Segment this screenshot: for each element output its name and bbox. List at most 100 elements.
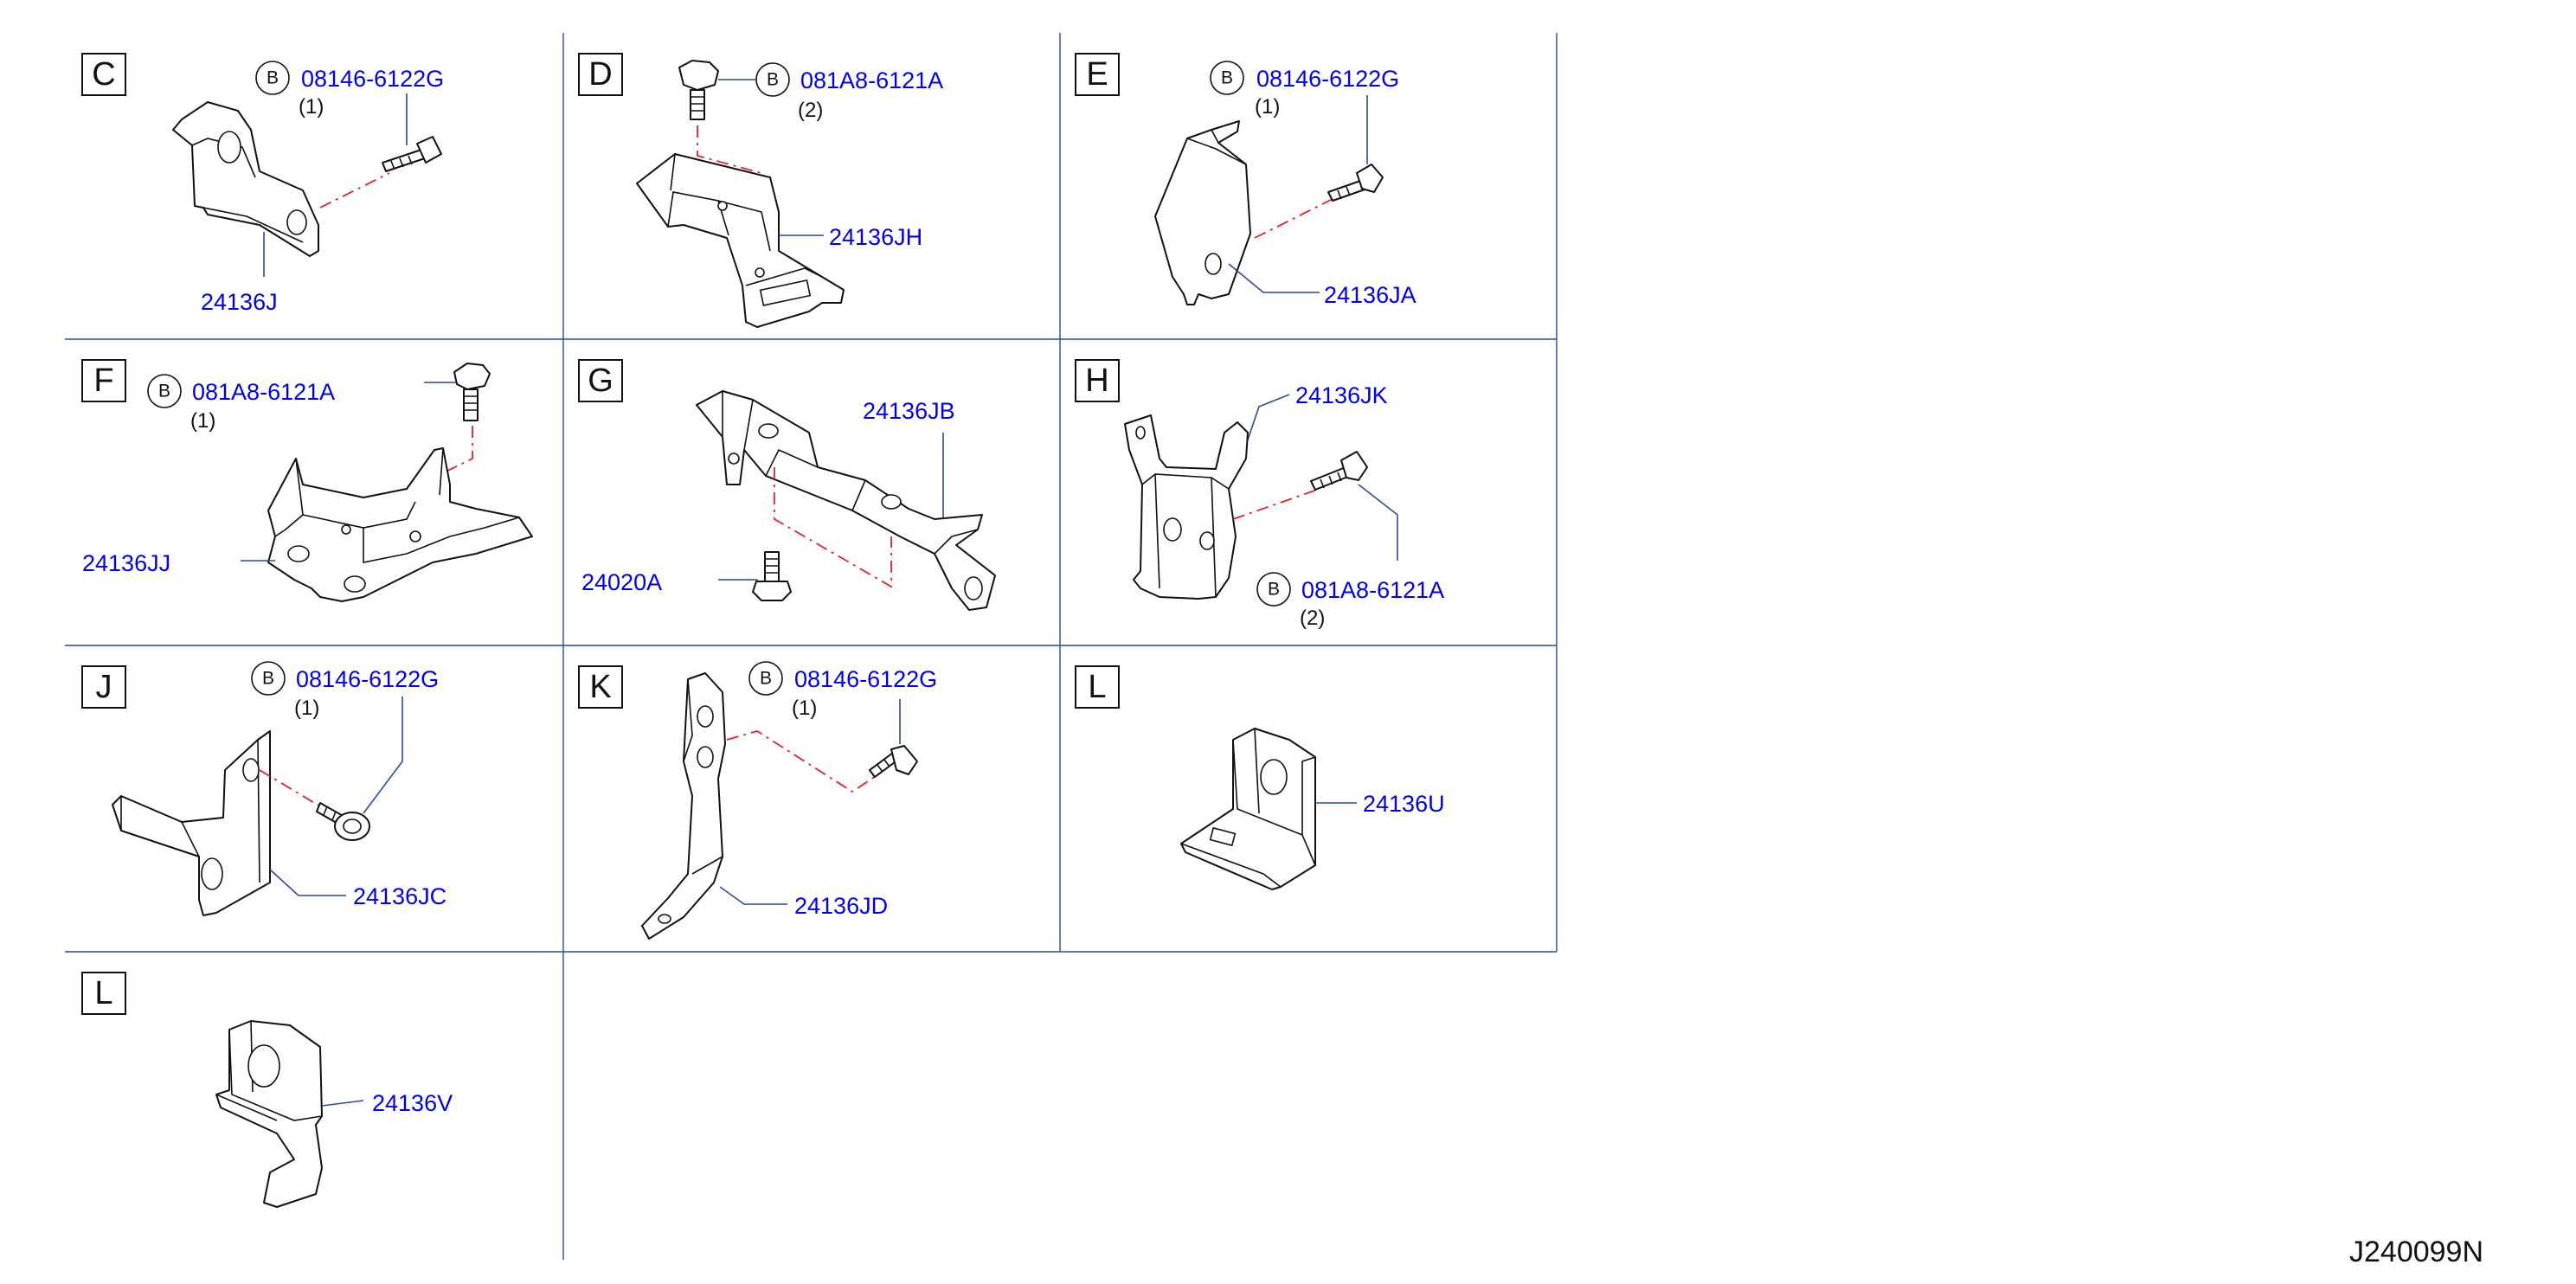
bolt-part-number[interactable]: 081A8-6121A xyxy=(800,67,943,93)
bolt-part-number[interactable]: 08146-6122G xyxy=(794,666,937,692)
panel-grid xyxy=(65,33,1558,1260)
bolt-marker-letter: B xyxy=(760,669,772,689)
fastening-path xyxy=(774,467,892,588)
bolt-part-number[interactable]: 08146-6122G xyxy=(296,666,439,692)
leader-line xyxy=(321,1100,364,1107)
bolt-icon xyxy=(1327,164,1384,202)
bolt-marker: B xyxy=(748,661,783,696)
panel-letter-box: F xyxy=(81,359,126,402)
bracket-24136ja xyxy=(1154,120,1251,305)
bolt-marker: B xyxy=(1210,61,1244,95)
panel-letter-box: J xyxy=(81,665,126,709)
bracket-24136u xyxy=(1180,728,1316,890)
panel-letter: J xyxy=(96,669,112,705)
bolt-icon xyxy=(678,60,719,120)
bolt-marker-letter: B xyxy=(1221,68,1233,88)
panel-c: C B 08146-6122G (1) 24136J xyxy=(81,53,444,315)
panel-letter: C xyxy=(92,56,115,93)
panel-letter: L xyxy=(1088,669,1106,705)
bracket-24136jb xyxy=(696,390,996,611)
bolt-icon xyxy=(453,363,491,421)
bracket-part-number[interactable]: 24136JD xyxy=(794,893,888,919)
bracket-part-number[interactable]: 24136JA xyxy=(1324,282,1416,308)
bolt-quantity: (1) xyxy=(190,409,215,433)
bolt-quantity: (1) xyxy=(1255,95,1280,119)
panel-letter: D xyxy=(588,56,612,93)
bolt-icon xyxy=(382,136,442,172)
bracket-24136jh xyxy=(636,153,845,328)
bracket-24136j xyxy=(172,101,319,257)
bolt-marker: B xyxy=(147,374,182,408)
stud-part-number[interactable]: 24020A xyxy=(581,569,662,595)
panel-h: H 24136JK B 081A8-6121A (2) xyxy=(1075,359,1444,630)
bracket-part-number[interactable]: 24136JK xyxy=(1295,382,1388,408)
bracket-part-number[interactable]: 24136JC xyxy=(353,883,446,909)
bolt-quantity: (1) xyxy=(792,697,817,720)
diagram-reference-code: J240099N xyxy=(2349,1236,2483,1268)
bolt-marker: B xyxy=(251,661,286,696)
fastening-path xyxy=(1232,488,1320,520)
bracket-part-number[interactable]: 24136JJ xyxy=(82,550,170,576)
leader-line xyxy=(1243,394,1290,451)
panel-letter-box: L xyxy=(1075,665,1120,709)
panel-letter-box: G xyxy=(578,359,623,402)
bracket-24136jc xyxy=(112,730,271,916)
leader-line xyxy=(269,869,346,896)
panel-letter: F xyxy=(93,363,113,399)
bolt-part-number[interactable]: 081A8-6121A xyxy=(192,379,335,405)
bracket-24136jd xyxy=(641,672,726,940)
panel-letter-box: L xyxy=(81,972,126,1015)
panel-l-lower: L 24136V xyxy=(81,972,453,1208)
panel-letter: K xyxy=(589,669,611,705)
bolt-quantity: (1) xyxy=(294,697,319,720)
panel-letter-box: E xyxy=(1075,53,1120,96)
panel-f: F B 081A8-6121A (1) 24136JJ xyxy=(81,359,533,602)
panel-letter-box: D xyxy=(578,53,623,96)
bolt-part-number[interactable]: 08146-6122G xyxy=(1256,66,1399,92)
panel-letter-box: C xyxy=(81,53,126,96)
fastening-path xyxy=(1254,198,1333,239)
fastening-path xyxy=(319,172,390,209)
leader-line xyxy=(1228,263,1320,293)
bolt-icon xyxy=(1310,451,1368,491)
bolt-marker: B xyxy=(755,62,790,97)
bracket-part-number[interactable]: 24136JB xyxy=(863,398,955,424)
panel-letter: L xyxy=(94,975,112,1011)
bolt-marker-letter: B xyxy=(1268,580,1280,600)
bolt-marker: B xyxy=(1256,572,1291,607)
bolt-marker-letter: B xyxy=(158,382,170,401)
bracket-part-number[interactable]: 24136U xyxy=(1363,791,1445,817)
panel-l-upper: L 24136U xyxy=(1075,665,1445,890)
panel-letter-box: K xyxy=(578,665,623,709)
leader-line xyxy=(363,697,403,814)
bolt-quantity: (1) xyxy=(299,95,324,119)
leader-line xyxy=(719,886,787,905)
bracket-part-number[interactable]: 24136JH xyxy=(829,224,922,250)
bolt-quantity: (2) xyxy=(798,99,823,122)
bracket-24136v xyxy=(215,1020,323,1208)
panel-letter: E xyxy=(1086,56,1108,93)
panel-letter-box: H xyxy=(1075,359,1120,402)
bracket-part-number[interactable]: 24136V xyxy=(372,1090,453,1116)
bolt-part-number[interactable]: 081A8-6121A xyxy=(1301,577,1444,603)
leader-line xyxy=(1358,484,1398,561)
bolt-icon xyxy=(316,802,370,841)
bolt-marker-letter: B xyxy=(262,669,274,689)
panel-d: D B 081A8-6121A (2) 24136JH xyxy=(578,53,943,328)
panel-e: E B 08146-6122G (1) 24136JA xyxy=(1075,53,1416,308)
panel-j: J B 08146-6122G (1) 24136JC xyxy=(81,661,446,916)
bolt-part-number[interactable]: 08146-6122G xyxy=(301,66,444,92)
panel-letter: G xyxy=(588,363,613,399)
bracket-24136jk xyxy=(1124,414,1249,600)
bolt-quantity: (2) xyxy=(1300,607,1325,630)
fastening-path xyxy=(726,730,879,793)
bolt-marker-letter: B xyxy=(767,70,779,90)
panel-g: G 24136JB 24020A xyxy=(578,359,996,611)
bracket-part-number[interactable]: 24136J xyxy=(201,289,278,315)
bolt-marker-letter: B xyxy=(267,68,279,88)
bracket-24136jj xyxy=(267,447,533,602)
bolt-marker: B xyxy=(255,61,290,95)
bolt-icon xyxy=(752,551,792,601)
bolt-icon xyxy=(869,745,918,778)
